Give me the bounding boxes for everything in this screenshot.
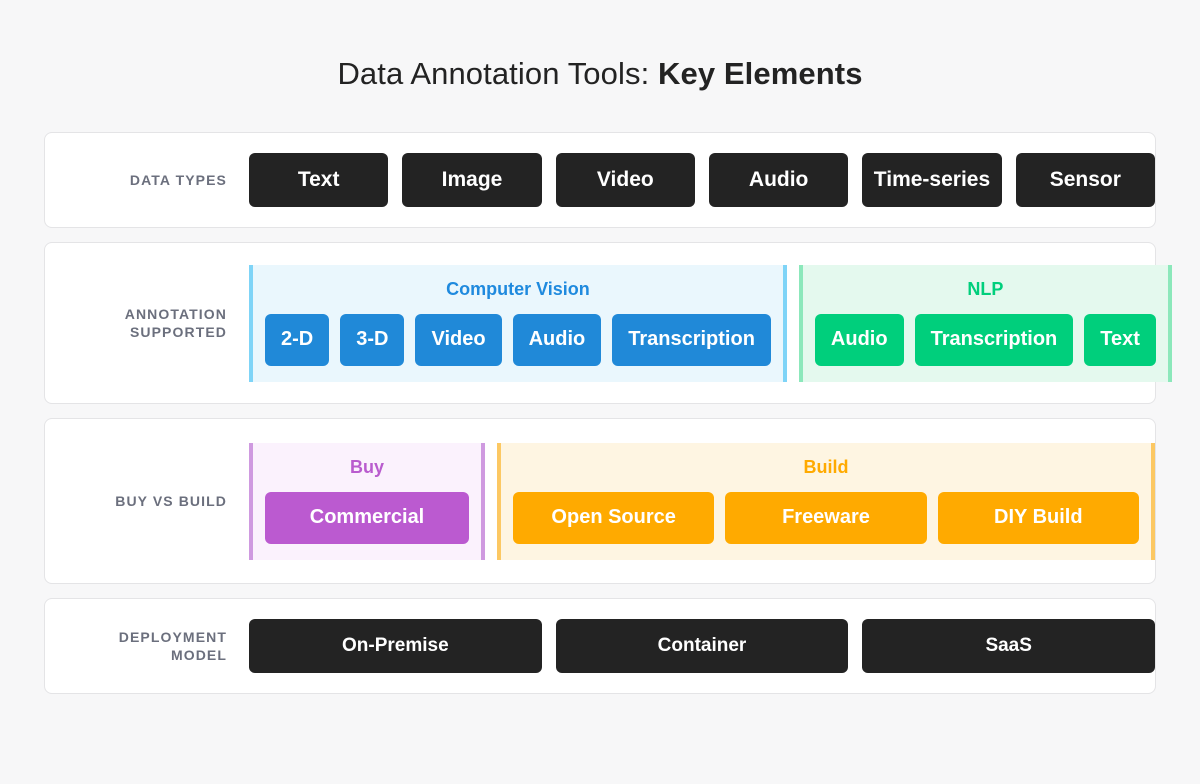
- chip-buy-commercial[interactable]: Commercial: [265, 491, 469, 544]
- row-label-data-types: DATA TYPES: [129, 171, 227, 188]
- row-buy-vs-build: BUY VS BUILD Buy Commercial Build Open S…: [44, 418, 1156, 584]
- panel-title-buy: Buy: [349, 456, 384, 477]
- panel-build: Build Open Source Freeware DIY Build: [497, 442, 1155, 560]
- page-title: Data Annotation Tools: Key Elements: [44, 56, 1156, 92]
- row-deployment-model: DEPLOYMENT MODEL On-Premise Container Sa…: [44, 598, 1156, 694]
- chip-deployment-on-premise[interactable]: On-Premise: [249, 619, 542, 673]
- deployment-chip-strip: On-Premise Container SaaS: [249, 619, 1156, 673]
- chip-cv-2d[interactable]: 2-D: [265, 313, 330, 366]
- chip-cv-transcription[interactable]: Transcription: [612, 313, 771, 366]
- chip-build-diy-build[interactable]: DIY Build: [937, 491, 1139, 544]
- buy-build-panels: Buy Commercial Build Open Source Freewar…: [249, 442, 1155, 560]
- annotation-panels: Computer Vision 2-D 3-D Video Audio Tran…: [249, 264, 1172, 382]
- buy-chip-strip: Commercial: [265, 491, 469, 544]
- nlp-chip-strip: Audio Transcription Text: [814, 313, 1156, 366]
- build-chip-strip: Open Source Freeware DIY Build: [513, 491, 1139, 544]
- chip-cv-video[interactable]: Video: [415, 313, 502, 366]
- chip-data-type-video[interactable]: Video: [555, 153, 695, 207]
- page-title-bold: Key Elements: [658, 56, 863, 91]
- row-body-buy-vs-build: Buy Commercial Build Open Source Freewar…: [249, 442, 1155, 560]
- row-label-annotation-supported: ANNOTATION SUPPORTED: [124, 305, 227, 340]
- chip-deployment-saas[interactable]: SaaS: [862, 619, 1156, 673]
- chip-deployment-container[interactable]: Container: [555, 619, 849, 673]
- chip-data-type-audio[interactable]: Audio: [708, 153, 849, 207]
- chip-data-type-sensor[interactable]: Sensor: [1015, 153, 1155, 207]
- panel-nlp: NLP Audio Transcription Text: [798, 264, 1172, 382]
- panel-title-computer-vision: Computer Vision: [446, 278, 590, 299]
- chip-data-type-image[interactable]: Image: [402, 153, 542, 207]
- data-types-chip-strip: Text Image Video Audio Time-series Senso…: [249, 153, 1155, 207]
- chip-cv-3d[interactable]: 3-D: [340, 313, 405, 366]
- row-label-deployment-model: DEPLOYMENT MODEL: [118, 628, 227, 663]
- row-body-data-types: Text Image Video Audio Time-series Senso…: [249, 153, 1155, 207]
- row-data-types: DATA TYPES Text Image Video Audio Time-s…: [44, 132, 1156, 228]
- panel-title-build: Build: [803, 456, 849, 477]
- row-annotation-supported: ANNOTATION SUPPORTED Computer Vision 2-D…: [44, 242, 1172, 404]
- chip-nlp-text[interactable]: Text: [1084, 313, 1156, 366]
- panel-title-nlp: NLP: [967, 278, 1004, 299]
- chip-build-freeware[interactable]: Freeware: [725, 491, 927, 544]
- chip-data-type-time-series[interactable]: Time-series: [862, 153, 1002, 207]
- chip-nlp-transcription[interactable]: Transcription: [914, 313, 1074, 366]
- page-title-light: Data Annotation Tools:: [337, 56, 659, 91]
- panel-computer-vision: Computer Vision 2-D 3-D Video Audio Tran…: [249, 264, 787, 382]
- computer-vision-chip-strip: 2-D 3-D Video Audio Transcription: [265, 313, 771, 366]
- chip-build-open-source[interactable]: Open Source: [513, 491, 715, 544]
- row-label-buy-vs-build: BUY VS BUILD: [115, 492, 227, 509]
- chip-cv-audio[interactable]: Audio: [512, 313, 602, 366]
- row-body-deployment-model: On-Premise Container SaaS: [249, 619, 1156, 673]
- panel-buy: Buy Commercial: [249, 442, 485, 560]
- chip-data-type-text[interactable]: Text: [249, 153, 389, 207]
- row-body-annotation-supported: Computer Vision 2-D 3-D Video Audio Tran…: [249, 264, 1172, 382]
- chip-nlp-audio[interactable]: Audio: [814, 313, 904, 366]
